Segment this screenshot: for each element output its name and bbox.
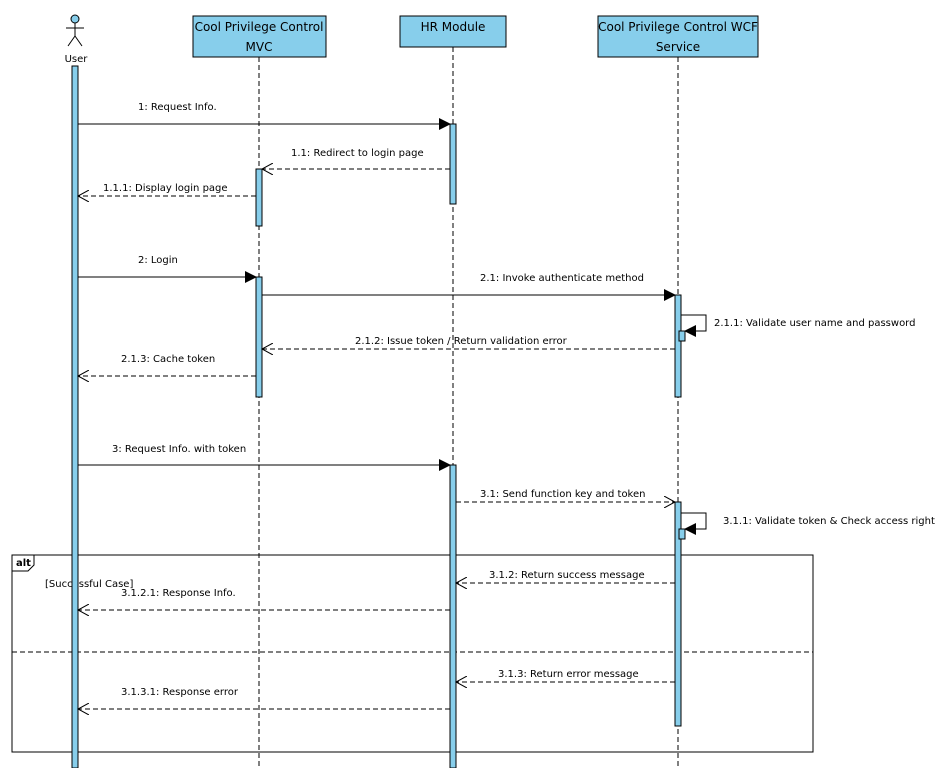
activation-wcf-1-nested xyxy=(678,330,686,342)
alt-fragment: alt [Successful Case] xyxy=(11,554,814,753)
message-2-1-3: 2.1.3: Cache token xyxy=(78,354,256,376)
participant-wcf-title-line1: Cool Privilege Control WCF xyxy=(598,20,758,34)
message-2-1-1-label: 2.1.1: Validate user name and password xyxy=(714,318,915,329)
message-1-label: 1: Request Info. xyxy=(138,102,217,113)
message-2-1-3-label: 2.1.3: Cache token xyxy=(121,354,215,365)
alt-operator-label: alt xyxy=(16,558,31,569)
activation-mvc-2 xyxy=(255,276,263,398)
message-2-1-2: 2.1.2: Issue token / Return validation e… xyxy=(262,336,675,349)
activation-wcf-2-nested xyxy=(678,528,686,540)
message-3-1-2-label: 3.1.2: Return success message xyxy=(489,570,645,581)
message-3-label: 3: Request Info. with token xyxy=(112,444,246,455)
activation-hr-1 xyxy=(449,123,457,205)
participant-wcf-title-line2: Service xyxy=(656,40,700,54)
alt-guard-label: [Successful Case] xyxy=(45,579,133,590)
message-3-1-2-1: 3.1.2.1: Response Info. xyxy=(78,588,450,610)
participant-mvc-title-line2: MVC xyxy=(246,40,273,54)
message-1-1-1: 1.1.1: Display login page xyxy=(78,183,256,196)
participant-mvc: Cool Privilege Control MVC xyxy=(192,15,327,58)
message-1-1-label: 1.1: Redirect to login page xyxy=(291,148,424,159)
message-3: 3: Request Info. with token xyxy=(78,444,451,471)
participant-hr-title: HR Module xyxy=(421,20,486,34)
activation-user xyxy=(71,65,79,768)
message-2-1-1: 2.1.1: Validate user name and password xyxy=(681,314,915,337)
message-2-1-2-label: 2.1.2: Issue token / Return validation e… xyxy=(355,336,568,347)
message-1-1-1-label: 1.1.1: Display login page xyxy=(103,183,228,194)
message-2-1: 2.1: Invoke authenticate method xyxy=(262,273,676,301)
participant-wcf: Cool Privilege Control WCF Service xyxy=(597,15,759,58)
message-2-label: 2: Login xyxy=(138,255,178,266)
message-3-1-3-1: 3.1.3.1: Response error xyxy=(78,687,450,709)
activation-mvc-1 xyxy=(255,168,263,227)
message-3-1-3-1-label: 3.1.3.1: Response error xyxy=(121,687,239,698)
activations xyxy=(71,65,686,768)
message-3-1-2-1-label: 3.1.2.1: Response Info. xyxy=(121,588,236,599)
message-3-1-label: 3.1: Send function key and token xyxy=(480,489,645,500)
actor-user-label: User xyxy=(65,54,89,65)
message-1: 1: Request Info. xyxy=(78,102,451,130)
participant-hr: HR Module xyxy=(399,15,507,48)
message-3-1-1: 3.1.1: Validate token & Check access rig… xyxy=(681,512,935,535)
message-3-1-3: 3.1.3: Return error message xyxy=(456,669,675,682)
message-3-1-2: 3.1.2: Return success message xyxy=(456,570,675,583)
message-3-1: 3.1: Send function key and token xyxy=(456,489,675,502)
message-2-1-label: 2.1: Invoke authenticate method xyxy=(480,273,644,284)
activation-hr-2 xyxy=(449,464,457,768)
actor-user-icon xyxy=(66,14,84,47)
message-3-1-1-label: 3.1.1: Validate token & Check access rig… xyxy=(723,516,935,527)
message-2: 2: Login xyxy=(78,255,257,283)
participant-mvc-title-line1: Cool Privilege Control xyxy=(195,20,324,34)
message-1-1: 1.1: Redirect to login page xyxy=(262,148,450,169)
message-3-1-3-label: 3.1.3: Return error message xyxy=(498,669,639,680)
activation-wcf-1 xyxy=(674,294,682,398)
activation-wcf-2 xyxy=(674,501,682,727)
